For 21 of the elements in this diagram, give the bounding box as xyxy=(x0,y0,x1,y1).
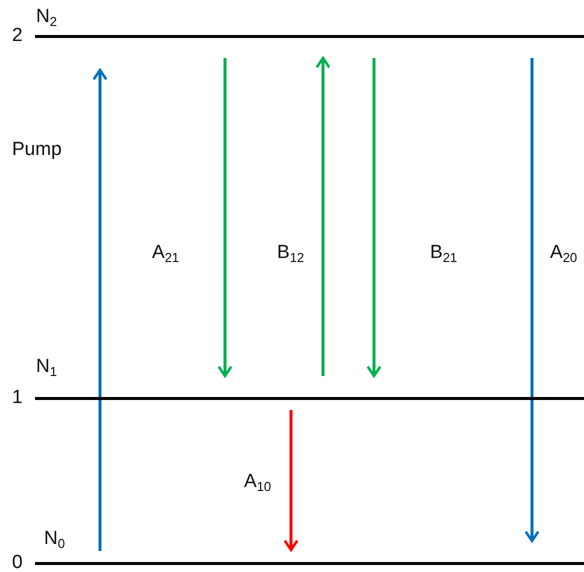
transition-arrow xyxy=(218,58,232,378)
level-number: 1 xyxy=(12,387,23,409)
edge-label: A$_{21}$ xyxy=(152,242,180,264)
level-number: 2 xyxy=(12,25,23,47)
edge-label: B$_{21}$ xyxy=(430,242,458,264)
energy-level-line xyxy=(35,396,584,400)
population-label: N$_{1}$ xyxy=(36,356,57,378)
transition-arrow xyxy=(92,68,108,551)
level-number: 0 xyxy=(12,552,23,572)
transition-arrow xyxy=(316,56,330,376)
transition-arrow xyxy=(366,58,382,378)
edge-label: B$_{12}$ xyxy=(277,242,304,264)
energy-level-line xyxy=(35,34,584,38)
population-label: N$_{0}$ xyxy=(44,528,65,550)
population-label: N$_{2}$ xyxy=(36,6,57,28)
edge-label: A$_{20}$ xyxy=(550,242,578,264)
energy-level-line xyxy=(35,562,584,564)
edge-label: A$_{10}$ xyxy=(244,471,272,493)
transition-arrow xyxy=(524,58,540,542)
transition-arrow xyxy=(284,410,298,552)
edge-label: Pump xyxy=(12,139,62,161)
